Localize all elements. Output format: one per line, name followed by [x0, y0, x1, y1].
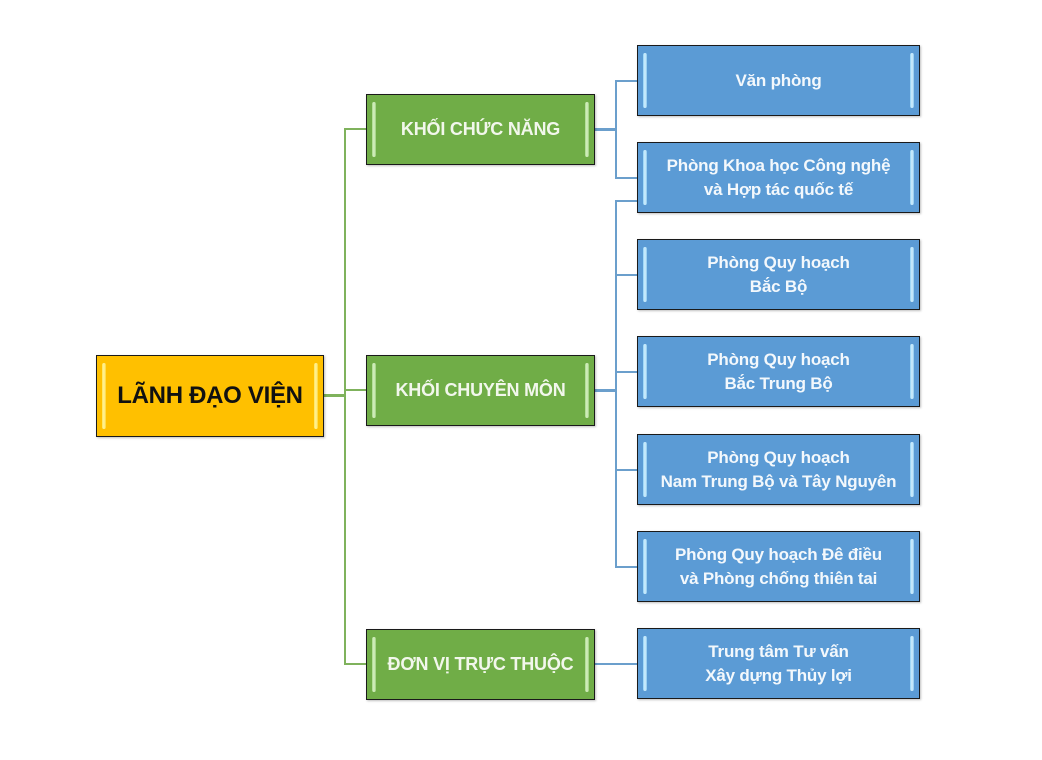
- connector-groups-spine: [344, 128, 346, 664]
- connector-root-trunk: [323, 394, 346, 397]
- leaf-node-trung-tam-tu-van-xdtl: Trung tâm Tư vấn Xây dựng Thủy lợi: [637, 628, 920, 699]
- group-node-don-vi-truc-thuoc: ĐƠN VỊ TRỰC THUỘC: [366, 629, 595, 700]
- connector-chuc-nang-spine: [615, 80, 617, 178]
- connector-to-nam-trung-bo: [615, 469, 638, 471]
- leaf-node-phong-qh-de-dieu-pctt: Phòng Quy hoạch Đê điều và Phòng chống t…: [637, 531, 920, 602]
- connector-chuc-nang-trunk: [594, 128, 617, 131]
- connector-to-don-vi-truc-thuoc: [344, 663, 367, 665]
- connector-to-khoi-chuc-nang: [344, 128, 367, 130]
- group-node-khoi-chuc-nang: KHỐI CHỨC NĂNG: [366, 94, 595, 165]
- connector-chuyen-mon-trunk: [594, 389, 617, 392]
- connector-to-de-dieu: [615, 566, 638, 568]
- connector-chuyen-mon-top: [615, 200, 638, 202]
- connector-to-bac-trung-bo: [615, 371, 638, 373]
- connector-to-van-phong: [615, 80, 638, 82]
- connector-to-trung-tam: [594, 663, 638, 665]
- connector-to-khoi-chuyen-mon: [344, 389, 367, 391]
- root-node-lanh-dao-vien: LÃNH ĐẠO VIỆN: [96, 355, 324, 437]
- leaf-node-phong-qh-bac-bo: Phòng Quy hoạch Bắc Bộ: [637, 239, 920, 310]
- connector-to-phong-khcn: [615, 177, 638, 179]
- connector-chuyen-mon-spine: [615, 200, 617, 568]
- leaf-node-van-phong: Văn phòng: [637, 45, 920, 116]
- leaf-node-phong-qh-nam-trung-bo-tay-nguyen: Phòng Quy hoạch Nam Trung Bộ và Tây Nguy…: [637, 434, 920, 505]
- leaf-node-phong-khcn-htqt: Phòng Khoa học Công nghệ và Hợp tác quốc…: [637, 142, 920, 213]
- group-node-khoi-chuyen-mon: KHỐI CHUYÊN MÔN: [366, 355, 595, 426]
- connector-to-bac-bo: [615, 274, 638, 276]
- leaf-node-phong-qh-bac-trung-bo: Phòng Quy hoạch Bắc Trung Bộ: [637, 336, 920, 407]
